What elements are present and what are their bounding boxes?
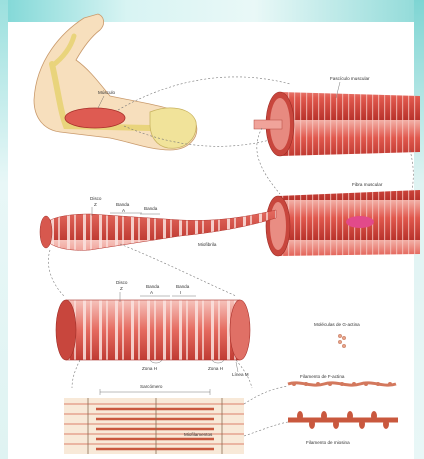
label-fascicle: Fascículo muscular — [330, 76, 370, 81]
label-band-i-mid-letter: I — [180, 290, 181, 295]
label-fiber: Fibra muscular — [352, 182, 383, 187]
muscle-fiber-illustration: Fibra muscular — [266, 182, 420, 256]
filament-detail-illustration: Moléculas de G-actina Filamento de F-act… — [244, 322, 398, 445]
myofibril-illustration: Disco Z Banda A Banda Miofibrila — [40, 196, 276, 250]
label-band-i-mid: Banda — [176, 284, 190, 289]
label-sarcomere: Sarcómero — [140, 384, 163, 389]
label-disc-mid-letter: Z — [120, 286, 123, 291]
label-band-a-top-letter: A — [122, 208, 126, 213]
label-band-a-top: Banda — [116, 202, 130, 207]
label-actin-filament: Filamento de F-actina — [300, 374, 345, 379]
label-band-i-top: Banda — [144, 206, 158, 211]
biceps-muscle — [65, 108, 125, 128]
label-disc-top: Disco — [90, 196, 102, 201]
label-band-a-mid: Banda — [146, 284, 160, 289]
label-myosin-filament: Filamento de miosina — [306, 440, 350, 445]
label-myofilaments: Miofilamentos — [184, 432, 213, 437]
label-zone-h-right: Zona H — [208, 366, 223, 371]
label-disc-top-letter: Z — [94, 202, 97, 207]
arm-illustration: Músculo — [34, 14, 197, 150]
myofilaments-illustration: Sarcómero — [64, 384, 244, 454]
label-actin-molecules: Moléculas de G-actina — [314, 322, 360, 327]
sarcomere-segment-illustration: Disco Z Banda A Banda I Zona H Zona H Lí… — [56, 280, 250, 377]
nucleus — [346, 216, 374, 228]
label-disc-mid: Disco — [116, 280, 128, 285]
label-myofibril: Miofibrila — [198, 242, 217, 247]
fascicle-illustration: Fascículo muscular — [254, 76, 420, 156]
label-muscle: Músculo — [98, 90, 116, 95]
label-band-a-mid-letter: A — [150, 290, 154, 295]
label-zone-h-left: Zona H — [142, 366, 157, 371]
